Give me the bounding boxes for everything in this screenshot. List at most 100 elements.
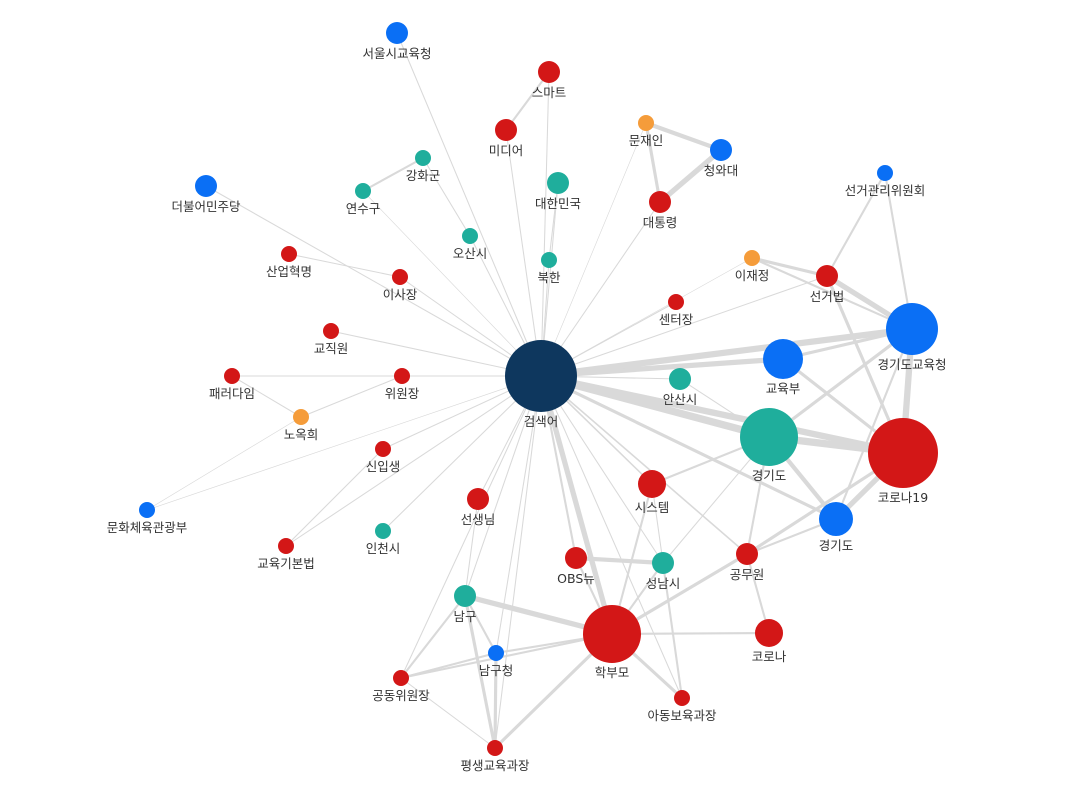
edge-center-civil_servant xyxy=(540,375,748,555)
node-democratic[interactable]: 더불어민주당 xyxy=(171,175,241,214)
node-gyeonggi_blue[interactable]: 경기도 xyxy=(819,502,854,553)
node-circle-ganghwa[interactable] xyxy=(415,150,431,166)
node-circle-childcare_div[interactable] xyxy=(674,690,690,706)
node-mcst[interactable]: 문화체육관광부 xyxy=(107,502,188,535)
node-circle-election_law[interactable] xyxy=(816,265,838,287)
node-incheon[interactable]: 인천시 xyxy=(366,523,401,556)
node-circle-media[interactable] xyxy=(495,119,517,141)
node-paradigm[interactable]: 패러다임 xyxy=(209,368,255,401)
node-system[interactable]: 시스템 xyxy=(635,470,670,515)
node-gg_edu_office[interactable]: 경기도교육청 xyxy=(877,303,947,372)
node-chairman[interactable]: 위원장 xyxy=(385,368,420,401)
node-basic_edu_law[interactable]: 교육기본법 xyxy=(257,538,315,571)
node-obs_news[interactable]: OBS뉴 xyxy=(557,547,595,586)
node-circle-smart[interactable] xyxy=(538,61,560,83)
node-namgu_office[interactable]: 남구청 xyxy=(479,645,514,678)
node-circle-corona19[interactable] xyxy=(868,418,938,488)
node-circle-freshman[interactable] xyxy=(375,441,391,457)
node-staff[interactable]: 교직원 xyxy=(314,323,349,356)
node-circle-noockhee[interactable] xyxy=(293,409,309,425)
node-seongnam[interactable]: 성남시 xyxy=(646,552,681,591)
node-center_head[interactable]: 센터장 xyxy=(659,294,694,327)
node-circle-teacher[interactable] xyxy=(467,488,489,510)
node-osan[interactable]: 오산시 xyxy=(453,228,488,261)
node-north_korea[interactable]: 북한 xyxy=(537,252,561,285)
node-label-moonjaein: 문재인 xyxy=(629,133,664,148)
node-circle-parents[interactable] xyxy=(583,605,641,663)
node-circle-korea[interactable] xyxy=(547,172,569,194)
node-media[interactable]: 미디어 xyxy=(489,119,524,158)
node-corona[interactable]: 코로나 xyxy=(752,619,787,664)
node-label-lifelong_edu_div: 평생교육과장 xyxy=(460,758,530,773)
node-gyeonggi_big[interactable]: 경기도 xyxy=(740,408,798,483)
node-circle-center[interactable] xyxy=(505,340,577,412)
node-ganghwa[interactable]: 강화군 xyxy=(406,150,441,183)
node-circle-mcst[interactable] xyxy=(139,502,155,518)
node-circle-lifelong_edu_div[interactable] xyxy=(487,740,503,756)
node-circle-seoul_edu[interactable] xyxy=(386,22,408,44)
node-co_chair[interactable]: 공동위원장 xyxy=(372,670,430,703)
node-korea[interactable]: 대한민국 xyxy=(535,172,581,211)
node-circle-system[interactable] xyxy=(638,470,666,498)
node-seoul_edu[interactable]: 서울시교육청 xyxy=(362,22,432,61)
node-circle-obs_news[interactable] xyxy=(565,547,587,569)
node-noockhee[interactable]: 노옥희 xyxy=(284,409,319,442)
node-teacher[interactable]: 선생님 xyxy=(461,488,496,527)
node-circle-namgu[interactable] xyxy=(454,585,476,607)
node-leejaejung[interactable]: 이재정 xyxy=(735,250,770,283)
node-circle-ministry_edu[interactable] xyxy=(763,339,803,379)
node-circle-gyeonggi_big[interactable] xyxy=(740,408,798,466)
node-smart[interactable]: 스마트 xyxy=(532,61,567,100)
node-circle-cheongwadae[interactable] xyxy=(710,139,732,161)
node-industrial_revolution[interactable]: 산업혁명 xyxy=(266,246,312,279)
node-label-teacher: 선생님 xyxy=(461,512,496,527)
edge-leejaejung-election_law xyxy=(750,256,829,278)
node-election_law[interactable]: 선거법 xyxy=(810,265,845,304)
node-director[interactable]: 이사장 xyxy=(383,269,418,302)
node-namgu[interactable]: 남구 xyxy=(453,585,477,624)
node-circle-civil_servant[interactable] xyxy=(736,543,758,565)
node-circle-north_korea[interactable] xyxy=(541,252,557,268)
node-circle-center_head[interactable] xyxy=(668,294,684,310)
node-circle-moonjaein[interactable] xyxy=(638,115,654,131)
node-circle-namgu_office[interactable] xyxy=(488,645,504,661)
node-circle-seongnam[interactable] xyxy=(652,552,674,574)
node-circle-co_chair[interactable] xyxy=(393,670,409,686)
edge-center-seoul_edu xyxy=(396,32,542,377)
node-freshman[interactable]: 신입생 xyxy=(366,441,401,474)
node-circle-paradigm[interactable] xyxy=(224,368,240,384)
node-election_commission[interactable]: 선거관리위원회 xyxy=(845,165,926,198)
node-center[interactable]: 검색어 xyxy=(505,340,577,429)
edge-co_chair-parents xyxy=(399,632,614,680)
node-president[interactable]: 대통령 xyxy=(643,191,678,230)
edge-center-basic_edu_law xyxy=(285,375,542,547)
node-circle-corona[interactable] xyxy=(755,619,783,647)
node-childcare_div[interactable]: 아동보육과장 xyxy=(647,690,717,723)
node-circle-osan[interactable] xyxy=(462,228,478,244)
node-ministry_edu[interactable]: 교육부 xyxy=(763,339,803,396)
node-circle-election_commission[interactable] xyxy=(877,165,893,181)
node-circle-staff[interactable] xyxy=(323,323,339,339)
node-yeonsu[interactable]: 연수구 xyxy=(346,183,381,216)
node-circle-chairman[interactable] xyxy=(394,368,410,384)
node-circle-democratic[interactable] xyxy=(195,175,217,197)
edge-industrial_revolution-director xyxy=(288,253,401,278)
node-ansan[interactable]: 안산시 xyxy=(663,368,698,407)
node-parents[interactable]: 학부모 xyxy=(583,605,641,680)
node-circle-yeonsu[interactable] xyxy=(355,183,371,199)
node-circle-gg_edu_office[interactable] xyxy=(886,303,938,355)
node-circle-industrial_revolution[interactable] xyxy=(281,246,297,262)
node-circle-ansan[interactable] xyxy=(669,368,691,390)
node-circle-president[interactable] xyxy=(649,191,671,213)
node-circle-gyeonggi_blue[interactable] xyxy=(819,502,853,536)
node-civil_servant[interactable]: 공무원 xyxy=(730,543,765,582)
node-label-osan: 오산시 xyxy=(453,246,488,261)
node-moonjaein[interactable]: 문재인 xyxy=(629,115,664,148)
node-circle-leejaejung[interactable] xyxy=(744,250,760,266)
node-lifelong_edu_div[interactable]: 평생교육과장 xyxy=(460,740,530,773)
node-circle-director[interactable] xyxy=(392,269,408,285)
node-cheongwadae[interactable]: 청와대 xyxy=(704,139,739,178)
node-circle-incheon[interactable] xyxy=(375,523,391,539)
node-circle-basic_edu_law[interactable] xyxy=(278,538,294,554)
node-corona19[interactable]: 코로나19 xyxy=(868,418,938,505)
